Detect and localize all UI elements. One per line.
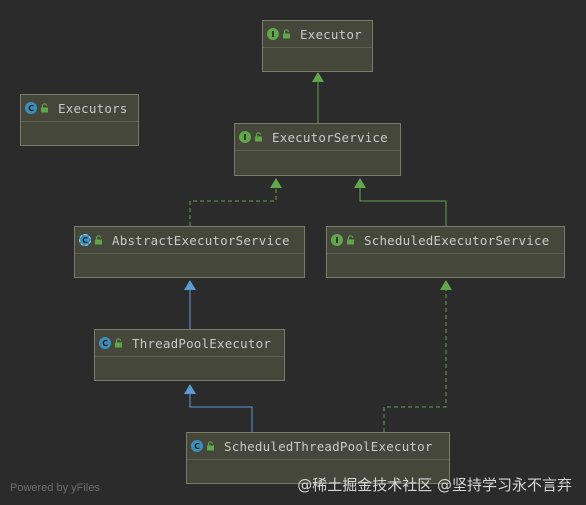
edge-scheduledthreadpool-scheduledservice xyxy=(383,280,452,432)
node-scheduledexecutorservice[interactable]: I ScheduledExecutorService xyxy=(326,226,565,278)
lock-open-icon xyxy=(255,132,262,142)
node-title: ThreadPoolExecutor xyxy=(132,335,272,351)
edge-threadpool-abstract xyxy=(184,280,196,329)
interface-icon: I xyxy=(331,234,343,246)
class-icon: C xyxy=(99,337,111,349)
lock-open-icon xyxy=(283,29,290,39)
interface-icon: I xyxy=(239,131,251,143)
lock-open-icon xyxy=(41,103,48,113)
class-icon: C xyxy=(25,102,37,114)
node-title: ScheduledExecutorService xyxy=(364,232,550,248)
node-threadpoolexecutor[interactable]: C ThreadPoolExecutor xyxy=(94,329,285,381)
node-title: ScheduledThreadPoolExecutor xyxy=(224,438,433,454)
lock-open-icon xyxy=(95,235,102,245)
lock-open-icon xyxy=(347,235,354,245)
edge-scheduledthreadpool-threadpool xyxy=(184,384,253,432)
node-executor[interactable]: I Executor xyxy=(262,20,373,72)
node-abstractexecutorservice[interactable]: C AbstractExecutorService xyxy=(74,226,305,278)
abstract-class-icon: C xyxy=(79,234,91,246)
node-title: ExecutorService xyxy=(272,129,388,145)
node-executors[interactable]: C Executors xyxy=(20,94,139,146)
node-scheduledthreadpoolexecutor[interactable]: C ScheduledThreadPoolExecutor xyxy=(186,432,450,484)
watermark-yfiles: Powered by yFiles xyxy=(10,482,100,494)
node-title: Executor xyxy=(300,26,362,42)
node-executorservice[interactable]: I ExecutorService xyxy=(234,123,401,176)
class-icon: C xyxy=(191,440,203,452)
interface-icon: I xyxy=(267,28,279,40)
edge-scheduled-executorservice xyxy=(354,178,447,226)
watermark-juejin: @稀土掘金技术社区 @坚持学习永不言弃 xyxy=(297,476,572,494)
node-title: AbstractExecutorService xyxy=(112,232,290,248)
lock-open-icon xyxy=(115,338,122,348)
node-title: Executors xyxy=(58,100,128,116)
edge-executorservice-executor xyxy=(312,72,324,123)
edge-abstract-executorservice xyxy=(189,178,282,226)
lock-open-icon xyxy=(207,441,214,451)
